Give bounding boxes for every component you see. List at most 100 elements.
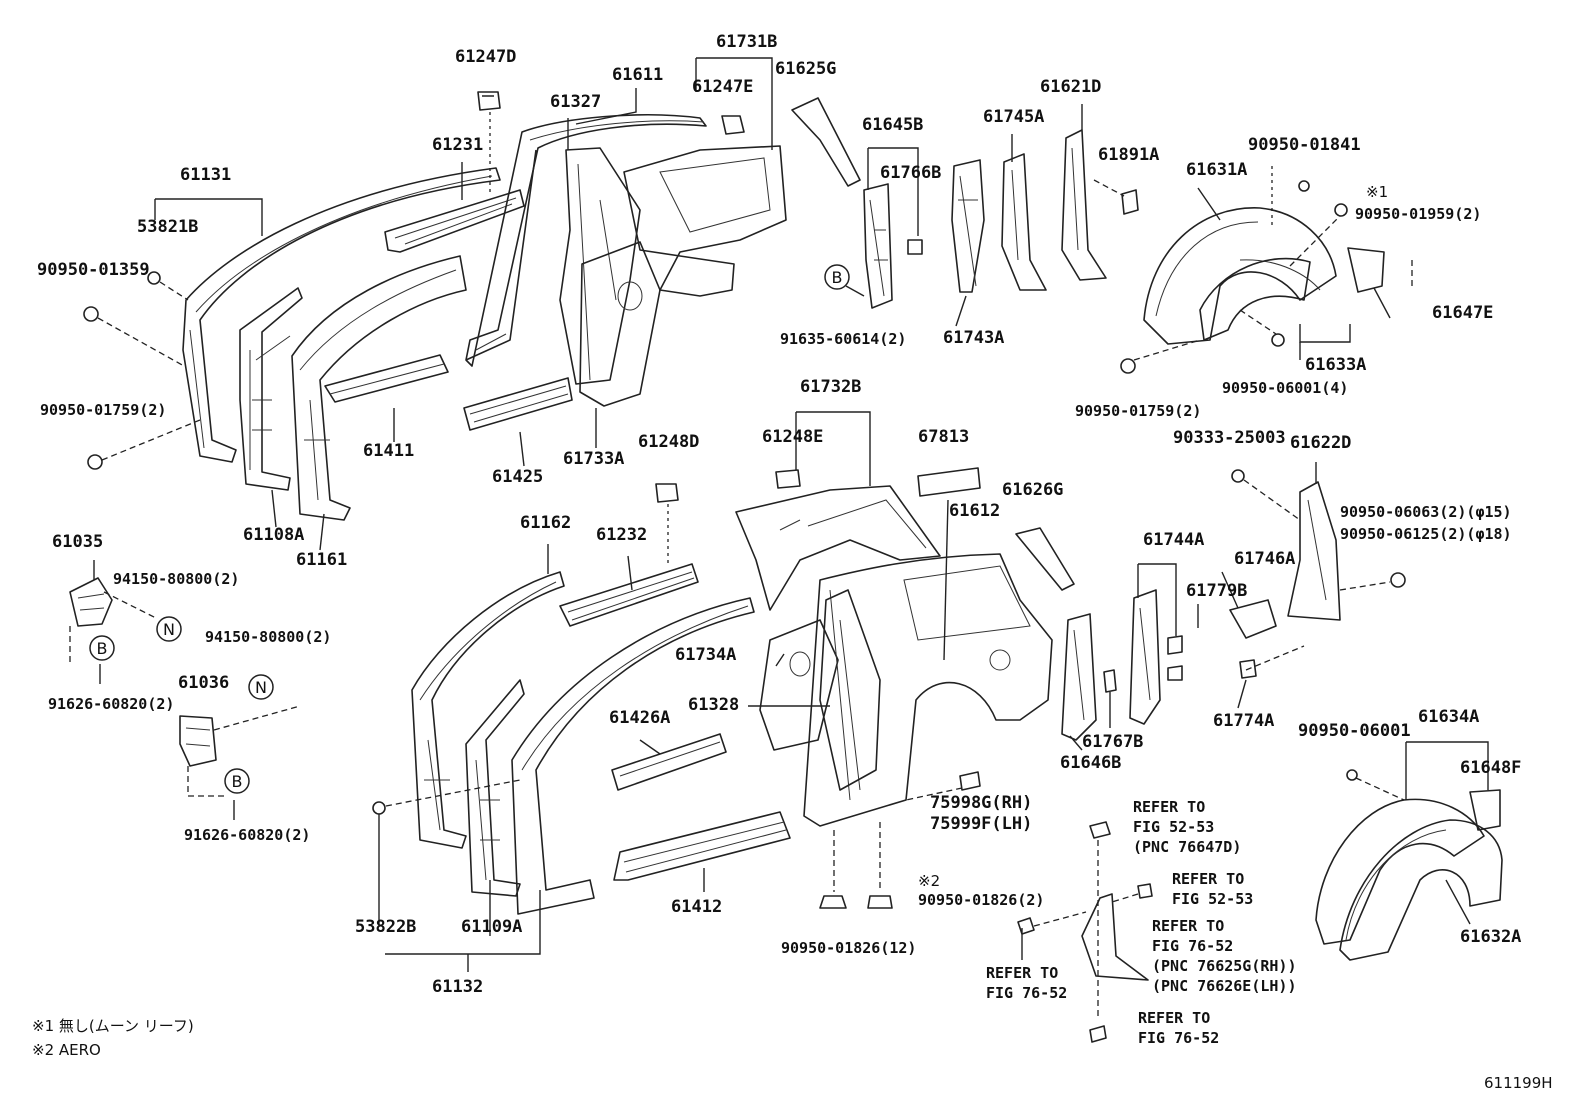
label-91626-60820-b: 91626-60820(2) — [184, 826, 310, 844]
part-61733A — [579, 241, 661, 407]
part-61622D — [1287, 481, 1341, 621]
callout-letter: B — [232, 772, 243, 791]
label-67813: 67813 — [918, 427, 969, 447]
label-90950-01759-b: 90950-01759(2) — [1075, 402, 1201, 420]
figure-id: 611199H — [1484, 1074, 1553, 1092]
label-61648F: 61648F — [1460, 758, 1521, 778]
label-61248D: 61248D — [638, 432, 699, 452]
label-94150-80800-b: 94150-80800(2) — [205, 628, 331, 646]
label-61734A: 61734A — [675, 645, 736, 665]
label-61232: 61232 — [596, 525, 647, 545]
ref-ref-76-52-a-line-3: (PNC 76626E(LH)) — [1152, 977, 1297, 995]
part-61746A — [1229, 599, 1277, 639]
label-61621D: 61621D — [1040, 77, 1101, 97]
label-61632A: 61632A — [1460, 927, 1521, 947]
fastener-90950-01359 — [83, 306, 99, 322]
label-61328: 61328 — [688, 695, 739, 715]
part-61891A — [1121, 189, 1139, 215]
label-90950-01826-12: 90950-01826(12) — [781, 939, 916, 957]
callout-circle — [824, 264, 850, 290]
part-61734A — [759, 619, 839, 751]
label-61626G: 61626G — [1002, 480, 1063, 500]
ref-ref-52-53-b-line-0: REFER TO — [1172, 870, 1244, 888]
part-61774A — [1239, 659, 1257, 679]
callout-B3: B — [224, 768, 250, 794]
fastener-76-52-c — [1089, 1025, 1107, 1043]
part-61626G — [1015, 527, 1075, 591]
part-61035 — [69, 577, 113, 627]
label-90950-06001-4: 90950-06001(4) — [1222, 379, 1348, 397]
label-61645B: 61645B — [862, 115, 923, 135]
label-61774A: 61774A — [1213, 711, 1274, 731]
label-61411: 61411 — [363, 441, 414, 461]
part-61744A — [1129, 589, 1161, 725]
label-53821B: 53821B — [137, 217, 198, 237]
part-61232 — [559, 563, 699, 627]
part-61634A — [1315, 798, 1485, 945]
fastener-52-53 — [1137, 883, 1153, 899]
fastener-53821B — [147, 271, 161, 285]
part-61109A — [465, 679, 525, 897]
label-61779B: 61779B — [1186, 581, 1247, 601]
label-61625G: 61625G — [775, 59, 836, 79]
label-53822B: 53822B — [355, 917, 416, 937]
footnote-marks: ※1 ※2 — [918, 183, 1388, 890]
label-90950-06001: 90950-06001 — [1298, 721, 1411, 741]
label-90950-01841: 90950-01841 — [1248, 135, 1361, 155]
label-61612: 61612 — [949, 501, 1000, 521]
fastener-90950-06001 — [1346, 769, 1358, 781]
label-61231: 61231 — [432, 135, 483, 155]
mark-m1: ※1 — [1366, 183, 1388, 201]
part-61132 — [511, 597, 755, 915]
part-61328 — [819, 589, 881, 791]
callout-circle — [248, 674, 274, 700]
label-61425: 61425 — [492, 467, 543, 487]
label-61327: 61327 — [550, 92, 601, 112]
part-61766B — [907, 239, 923, 255]
ref-ref-76-52-c-line-0: REFER TO — [1138, 1009, 1210, 1027]
label-94150-80800-a: 94150-80800(2) — [113, 570, 239, 588]
label-61647E: 61647E — [1432, 303, 1493, 323]
footnote-fn1: ※1 無し(ムーン リーフ) — [32, 1017, 194, 1035]
part-mudflap — [1081, 893, 1149, 981]
label-90950-01359: 90950-01359 — [37, 260, 150, 280]
label-61035: 61035 — [52, 532, 103, 552]
label-61746A: 61746A — [1234, 549, 1295, 569]
label-61247D: 61247D — [455, 47, 516, 67]
label-90950-06125: 90950-06125(2)(φ18) — [1340, 525, 1512, 543]
ref-ref-76-52-c-line-1: FIG 76-52 — [1138, 1029, 1219, 1047]
label-91626-60820-a: 91626-60820(2) — [48, 695, 174, 713]
part-61425 — [463, 377, 573, 431]
ref-ref-76-52-a-line-2: (PNC 76625G(RH)) — [1152, 957, 1297, 975]
ref-ref-52-53-a-line-0: REFER TO — [1133, 798, 1205, 816]
part-61411 — [324, 354, 449, 403]
mark-m2: ※2 — [918, 872, 940, 890]
part-61108A — [239, 287, 303, 491]
label-61732B: 61732B — [800, 377, 861, 397]
part-61631A — [1143, 207, 1337, 345]
label-61108A: 61108A — [243, 525, 304, 545]
part-61327 — [559, 147, 641, 385]
fastener-53822B — [372, 801, 386, 815]
part-61745A — [1001, 153, 1047, 291]
part-61248E — [775, 469, 801, 489]
part-61247E — [721, 115, 745, 135]
label-61622D: 61622D — [1290, 433, 1351, 453]
fastener-90950-01959 — [1334, 203, 1348, 217]
part-61767B — [1103, 669, 1117, 693]
part-61731B — [623, 145, 787, 297]
part-61645B — [863, 183, 893, 309]
callout-circle — [224, 768, 250, 794]
part-61412 — [613, 811, 791, 881]
fastener-90950-01826-2 — [867, 895, 893, 909]
part-61247D — [477, 91, 501, 111]
label-61631A: 61631A — [1186, 160, 1247, 180]
part-61647E — [1347, 247, 1385, 293]
label-61733A: 61733A — [563, 449, 624, 469]
ref-ref-76-52-a-line-1: FIG 76-52 — [1152, 937, 1233, 955]
part-61744A-clip2 — [1167, 665, 1183, 681]
label-90950-01759-a: 90950-01759(2) — [40, 401, 166, 419]
